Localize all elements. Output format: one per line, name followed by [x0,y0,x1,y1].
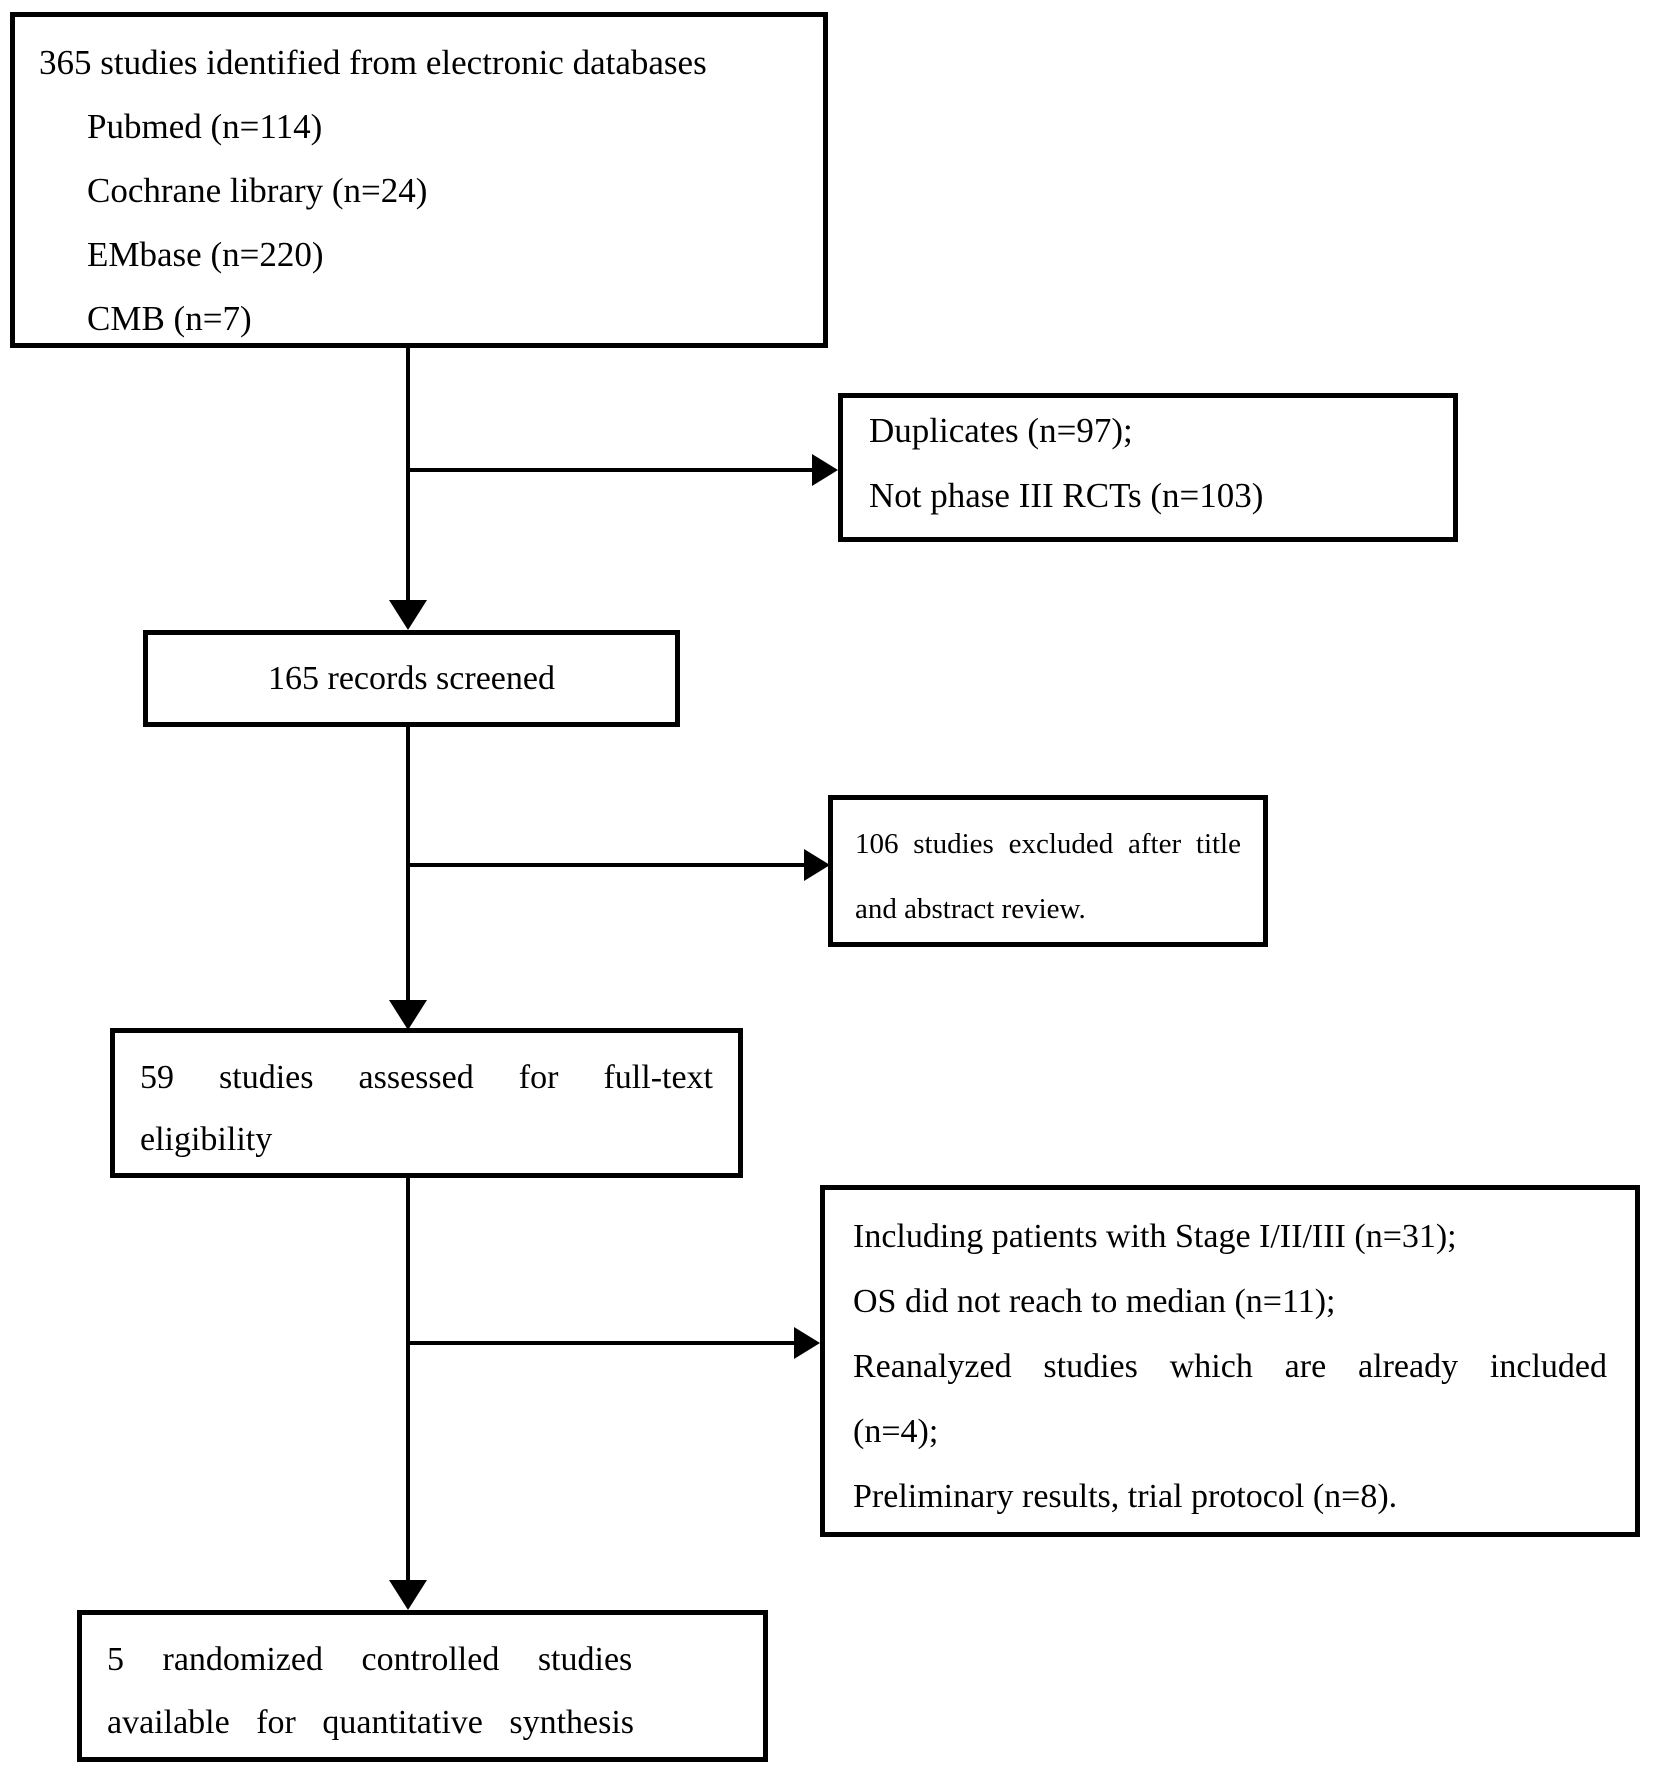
excluded-duplicates-line: Duplicates (n=97); [869,411,1133,450]
arrowhead-down-to-screened [389,600,427,630]
excluded-title-abstract-line-1: 106 studies excluded after title [855,828,1241,860]
arrowhead-right-to-fulltext-exclusions [794,1327,820,1359]
arrowhead-down-to-final [389,1580,427,1610]
box-final-included: 5 randomized controlled studies availabl… [77,1610,768,1762]
identification-item-cmb: CMB (n=7) [87,299,252,338]
identification-title: 365 studies identified from electronic d… [39,43,707,82]
excluded-title-abstract-line-2: and abstract review. [855,893,1086,925]
identification-item-embase: EMbase (n=220) [87,235,324,274]
box-excluded-fulltext: Including patients with Stage I/II/III (… [820,1185,1640,1537]
identification-item-pubmed: Pubmed (n=114) [87,107,323,146]
arrow-line-fulltext-to-final [406,1178,410,1582]
excluded-fulltext-n4-line: (n=4); [853,1413,939,1450]
excluded-fulltext-os-line: OS did not reach to median (n=11); [853,1283,1336,1320]
excluded-fulltext-preliminary-line: Preliminary results, trial protocol (n=8… [853,1478,1398,1515]
arrow-line-to-fulltext-exclusions [408,1341,794,1345]
arrowhead-down-to-fulltext [389,1000,427,1030]
excluded-not-phase3-line: Not phase III RCTs (n=103) [869,476,1264,515]
arrowhead-right-to-duplicates [812,454,838,486]
excluded-fulltext-reanalyzed-line: Reanalyzed studies which are already inc… [853,1348,1607,1385]
box-excluded-duplicates: Duplicates (n=97); Not phase III RCTs (n… [838,393,1458,542]
final-included-line-2: available for quantitative synthesis [107,1704,635,1741]
box-records-screened: 165 records screened [143,630,680,727]
arrow-line-to-title-abstract-exclusions [408,863,804,867]
box-identification: 365 studies identified from electronic d… [10,12,828,348]
arrowhead-right-to-title-abstract-exclusions [804,849,830,881]
box-fulltext-eligibility: 59 studies assessed for full-text eligib… [110,1028,743,1178]
final-included-line-1: 5 randomized controlled studies [107,1641,633,1678]
records-screened-text: 165 records screened [268,659,555,697]
arrow-line-identification-to-screened [406,348,410,605]
fulltext-eligibility-line-2: eligibility [140,1121,273,1158]
identification-item-cochrane: Cochrane library (n=24) [87,171,428,210]
box-excluded-title-abstract: 106 studies excluded after title and abs… [828,795,1268,947]
fulltext-eligibility-line-1: 59 studies assessed for full-text [140,1059,713,1096]
excluded-fulltext-stage-line: Including patients with Stage I/II/III (… [853,1218,1457,1255]
arrow-line-to-duplicates [408,468,812,472]
